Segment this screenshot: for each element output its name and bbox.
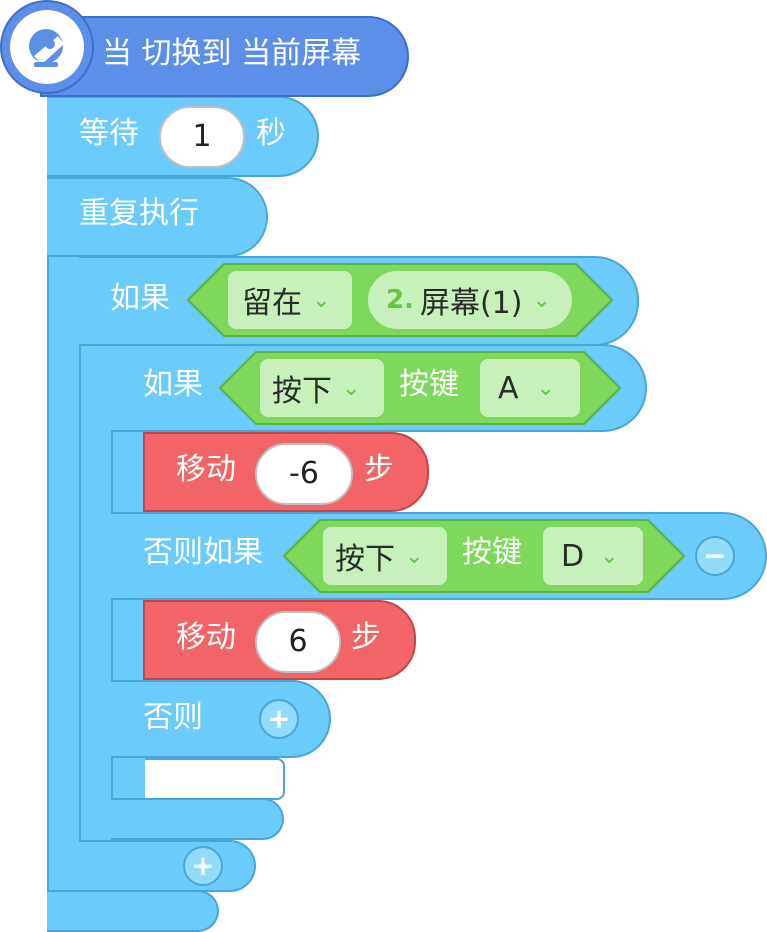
remove-branch-button[interactable]: − (695, 536, 735, 576)
add-else-button[interactable]: + (259, 699, 299, 739)
key-d-dropdown[interactable]: D ⌄ (543, 527, 643, 585)
add-branch-button[interactable]: + (183, 846, 223, 886)
if-footer (79, 840, 256, 892)
if-label: 如果 (110, 281, 170, 316)
inner-if-label: 如果 (143, 367, 203, 402)
chevron-down-icon: ⌄ (312, 287, 331, 313)
repeat-footer (47, 890, 219, 932)
key-word-d: 按键 (462, 535, 522, 570)
stay-dropdown-value: 留在 (242, 286, 302, 321)
chevron-down-icon: ⌄ (536, 375, 555, 401)
move-label-2: 移动 (176, 620, 236, 655)
else-if-label: 否则如果 (143, 535, 263, 570)
move-unit-1: 步 (364, 452, 394, 487)
wait-seconds-input[interactable]: 1 (159, 106, 245, 168)
screen-index: 2. (386, 285, 414, 315)
move-steps-input-1[interactable]: -6 (255, 443, 353, 505)
wait-label: 等待 (79, 116, 139, 151)
move-label-1: 移动 (176, 452, 236, 487)
press-dropdown-d[interactable]: 按下 ⌄ (323, 527, 447, 585)
screen-selector[interactable]: 2. 屏幕(1) ⌄ (368, 271, 572, 329)
key-a-dropdown[interactable]: A ⌄ (480, 359, 580, 417)
wait-unit: 秒 (256, 116, 286, 151)
move-steps-input-2[interactable]: 6 (255, 611, 341, 673)
repeat-label: 重复执行 (79, 196, 199, 231)
key-a-value: A (498, 370, 519, 406)
screen-satellite-icon (29, 29, 64, 67)
event-label: 当 切换到 当前屏幕 (102, 36, 362, 71)
else-label: 否则 (143, 700, 203, 735)
chevron-down-icon: ⌄ (342, 375, 361, 401)
press-dropdown-d-value: 按下 (335, 542, 395, 577)
chevron-down-icon: ⌄ (600, 543, 619, 569)
repeat-block[interactable] (47, 177, 268, 257)
key-d-value: D (561, 538, 585, 574)
if-else-footer (111, 798, 284, 840)
press-dropdown-a[interactable]: 按下 ⌄ (260, 359, 384, 417)
chevron-down-icon: ⌄ (405, 543, 424, 569)
if-container[interactable] (79, 256, 113, 892)
stay-dropdown[interactable]: 留在 ⌄ (228, 271, 352, 329)
screen-name: 屏幕(1) (419, 286, 523, 321)
chevron-down-icon: ⌄ (532, 287, 551, 313)
press-dropdown-a-value: 按下 (272, 374, 332, 409)
key-word-a: 按键 (399, 367, 459, 402)
event-hat-block[interactable] (40, 16, 409, 97)
move-unit-2: 步 (351, 620, 381, 655)
else-empty-slot (145, 758, 285, 800)
